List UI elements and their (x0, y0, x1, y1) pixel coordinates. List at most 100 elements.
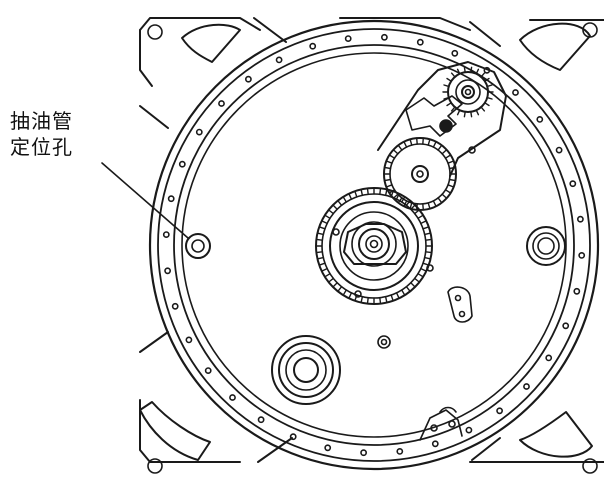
gear-tooth (425, 251, 432, 254)
gear-tooth (409, 202, 413, 210)
bolt-hole (229, 394, 236, 401)
bolt-hole (578, 251, 586, 259)
gear-tooth (383, 178, 392, 182)
outer-ring (148, 19, 600, 471)
gear-tooth (422, 226, 429, 230)
gear-tooth (424, 232, 431, 236)
gear-tooth (379, 297, 382, 304)
bolt-hole (167, 195, 175, 203)
gear-tooth (354, 294, 358, 301)
gear-tooth (427, 138, 431, 146)
gear-tooth (348, 292, 353, 299)
gear-tooth (392, 193, 399, 200)
gear-tooth (403, 141, 408, 148)
gear-tooth (316, 251, 323, 254)
gear-tooth (328, 277, 334, 283)
callout-line-1: 抽油管 (10, 109, 73, 133)
gear-tooth (450, 106, 456, 112)
gear-tooth (450, 72, 456, 78)
gear-tooth (379, 188, 382, 196)
bolt-hole (218, 100, 225, 107)
gear-tooth (348, 193, 353, 200)
bolt-hole (309, 42, 317, 50)
gear-tooth (463, 111, 466, 118)
bolt-hole (451, 49, 459, 57)
bolt-circle-holes (162, 33, 586, 457)
gear-tooth (447, 184, 455, 188)
gear-tooth (405, 286, 411, 292)
leader-line (101, 162, 189, 239)
callout-line-2: 定位孔 (10, 135, 73, 159)
gear-tooth (422, 262, 429, 266)
gear-tooth (414, 209, 420, 215)
gear-tooth (321, 220, 328, 225)
gear-tooth (470, 111, 473, 118)
gear-tooth (328, 209, 334, 215)
gear-tooth (441, 148, 448, 155)
gear-tooth (384, 189, 388, 197)
gear-tooth (337, 200, 343, 207)
bolt-hole (523, 383, 530, 390)
bolt-hole (275, 56, 283, 64)
gear-tooth (403, 200, 408, 207)
gear-tooth (444, 154, 452, 159)
outer-ring-inner (157, 28, 591, 462)
gear-tooth (409, 138, 413, 146)
bolt-hole-bl (147, 458, 163, 474)
gear-tooth (337, 286, 343, 292)
gear-tooth (325, 273, 331, 277)
gear-tooth (385, 160, 393, 164)
bolt-ring-inner (181, 52, 567, 438)
gear-tooth (317, 256, 324, 260)
bolt-hole (195, 128, 203, 136)
gear-tooth (388, 189, 396, 194)
bolt-hole (324, 444, 332, 452)
gear-tooth (360, 189, 364, 197)
gear-tooth (414, 277, 420, 283)
gear-tooth (420, 220, 427, 225)
gear-tooth (437, 144, 443, 151)
gear-tooth (366, 297, 369, 304)
bolt-hole (573, 287, 581, 295)
gear-tooth (321, 267, 328, 272)
gear-tooth (480, 72, 486, 78)
gear-tooth (446, 77, 452, 82)
bolt-hole (360, 449, 367, 457)
gear-tooth (319, 262, 326, 266)
gear-tooth (417, 214, 423, 220)
gear-tooth (395, 292, 400, 299)
gear-tooth (397, 144, 403, 151)
gear-tooth (401, 289, 405, 295)
gear-tooth (417, 273, 423, 277)
frame-corners (139, 17, 604, 463)
bolt-hole (536, 116, 544, 123)
gear-tooth (446, 102, 452, 107)
gear-tooth (470, 66, 473, 73)
gear-tooth (432, 200, 437, 207)
small-hole (377, 335, 391, 349)
bottom-clamp (419, 406, 463, 441)
callout-label: 抽油管 定位孔 (10, 108, 100, 160)
gear-tooth (385, 184, 393, 188)
gear-tooth (441, 193, 448, 200)
bolt-hole-tl (147, 24, 163, 40)
bolt-ring-outer (173, 44, 575, 446)
bolt-hole (289, 433, 297, 441)
bolt-hole (178, 160, 186, 168)
bolt-hole (416, 38, 424, 46)
gear-tooth (366, 188, 369, 196)
bolt-hole (545, 354, 553, 362)
gear-tooth (319, 226, 326, 230)
locating-hole (185, 233, 211, 259)
gear-tooth (420, 267, 427, 272)
gear-tooth (425, 238, 432, 241)
gear-tooth (384, 296, 388, 303)
lower-left-boss (271, 335, 341, 405)
gear-tooth (343, 196, 347, 203)
bolt-hole (431, 440, 439, 448)
gear-tooth (390, 294, 394, 301)
gear-tooth (463, 66, 466, 73)
small-bracket (447, 286, 473, 323)
bolt-hole (185, 336, 193, 344)
gear-tooth (388, 154, 396, 159)
